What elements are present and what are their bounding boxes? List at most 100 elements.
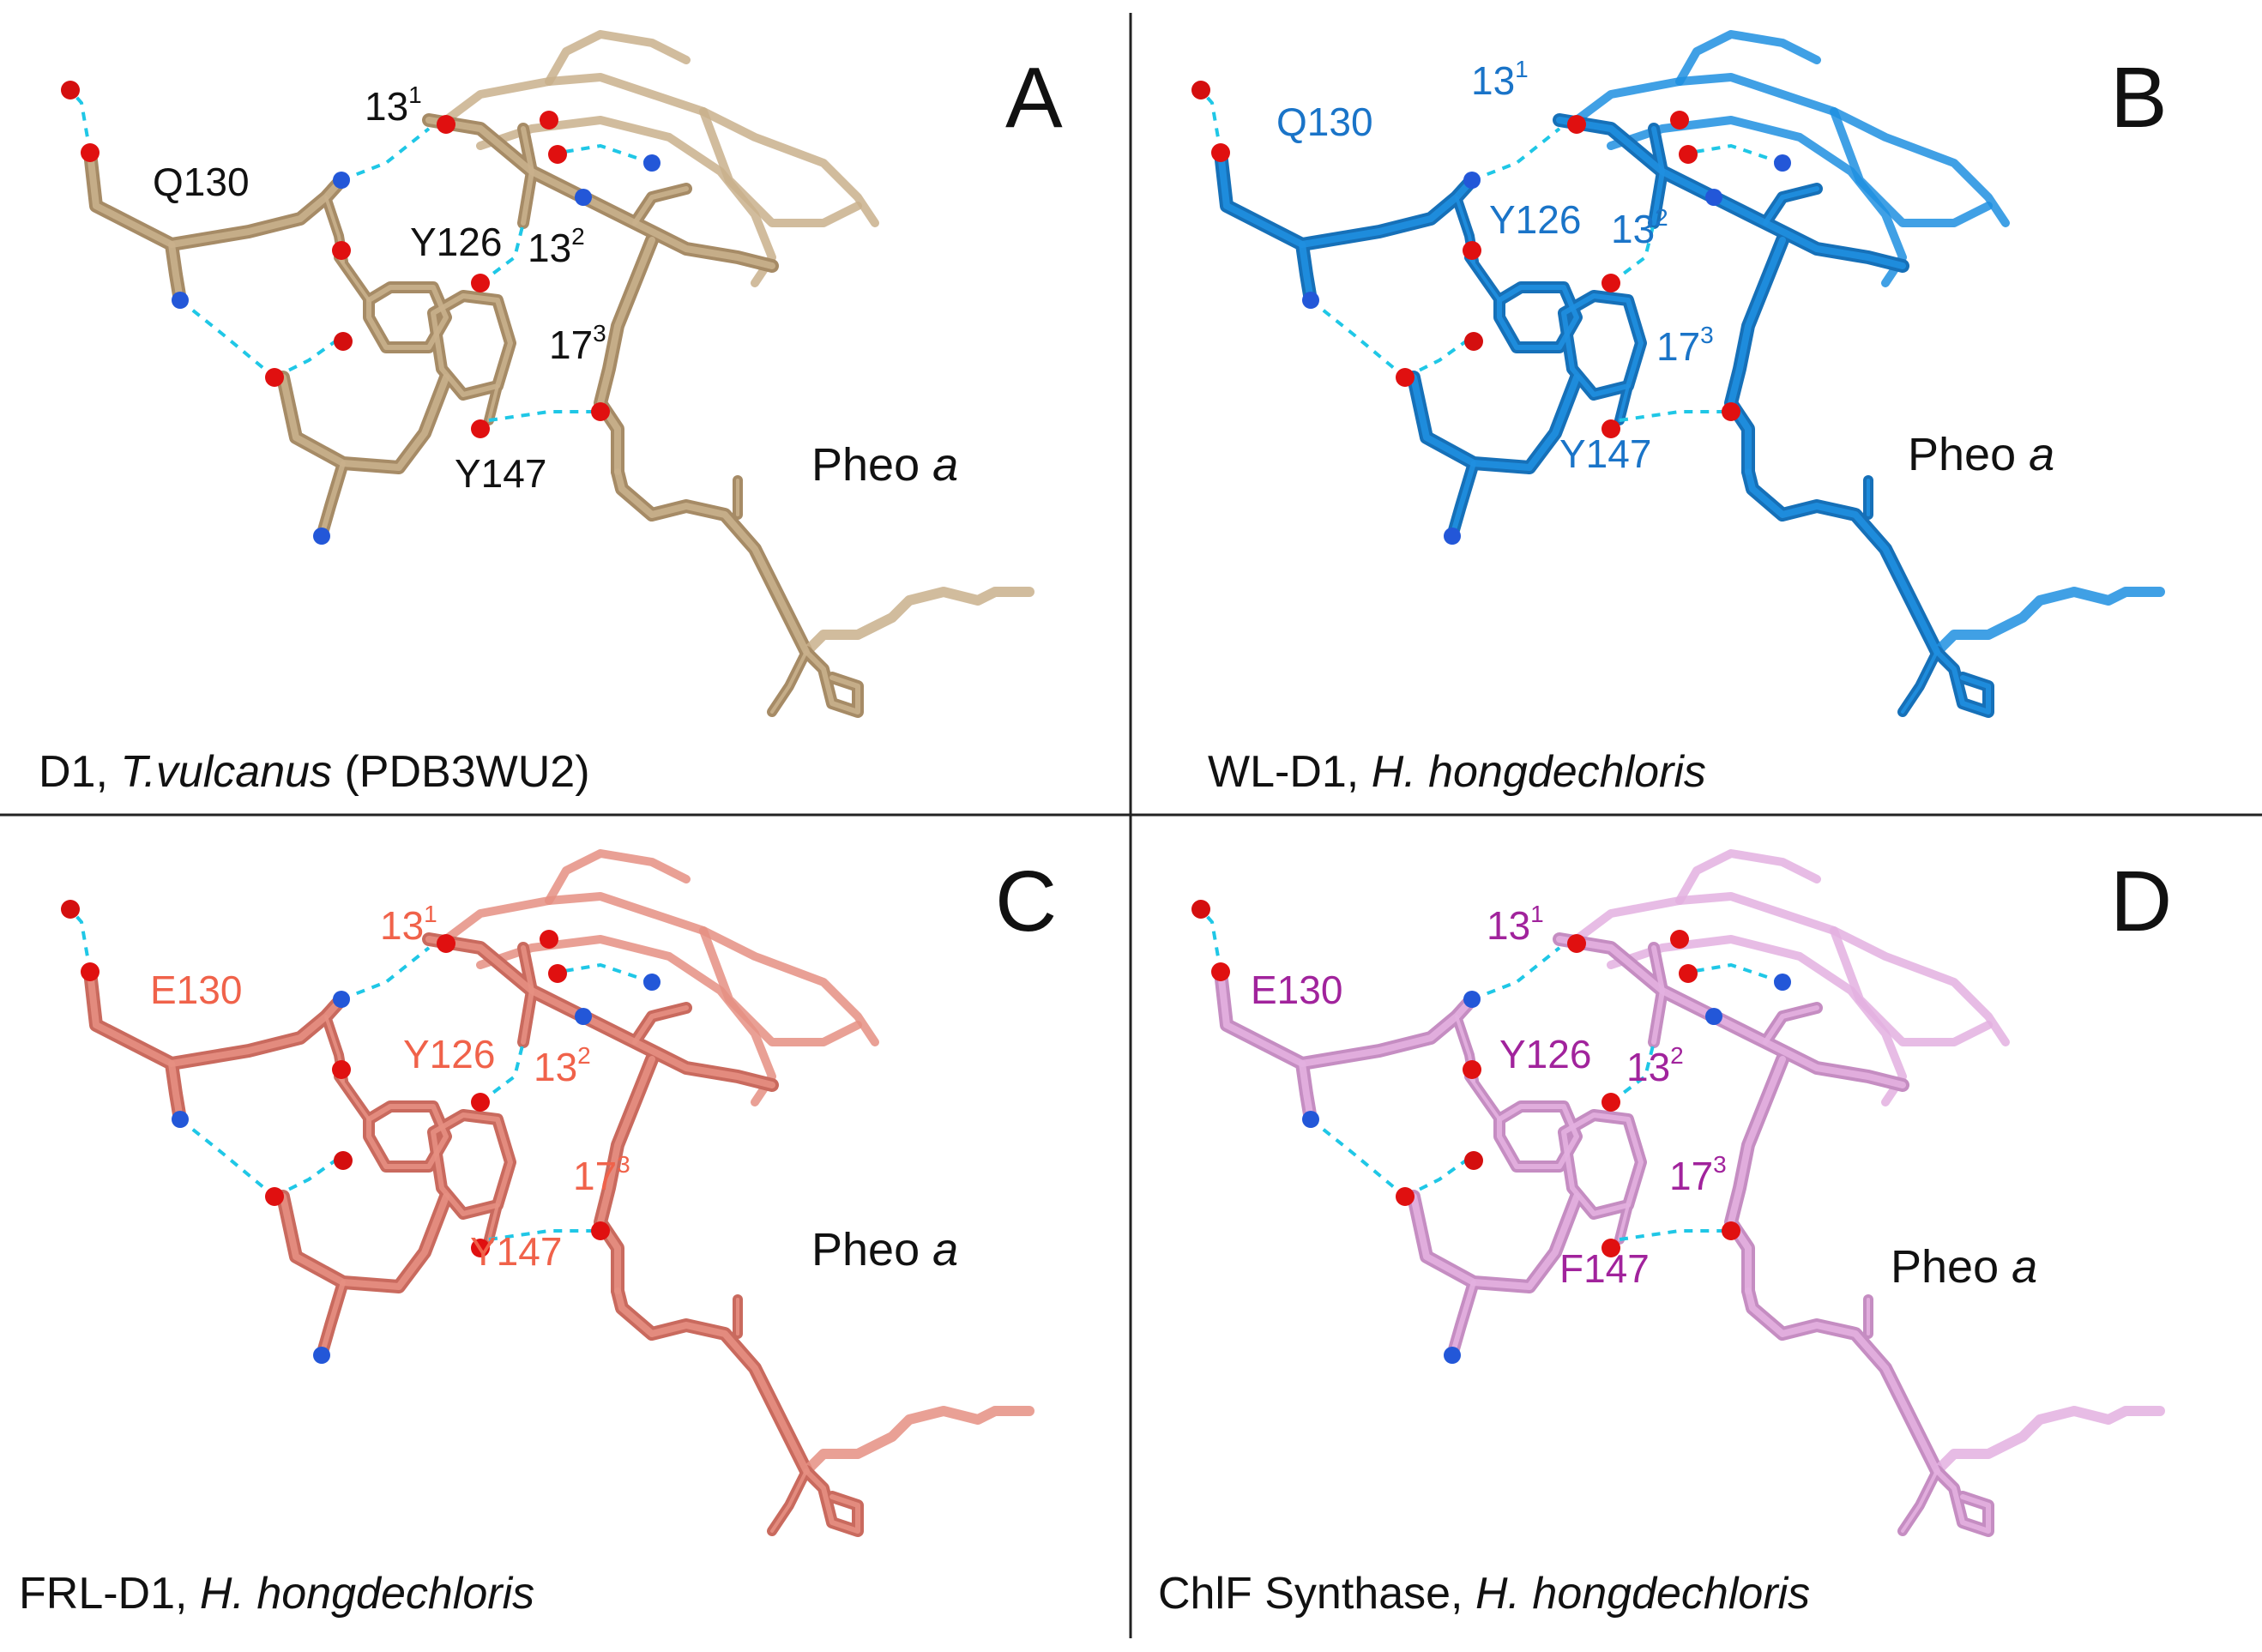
panel-b-atom-13-2: 132: [1611, 204, 1668, 251]
panel-c-bond-highlight: [431, 1112, 513, 1216]
panel-b-oxygen-7: [1679, 145, 1698, 164]
panel-a-nitrogen-1: [313, 528, 330, 545]
panel-c-atom-13-2: 132: [534, 1042, 591, 1089]
panel-b-bond-highlight: [1728, 237, 1786, 475]
panel-c-bond-highlight: [521, 945, 534, 1045]
panel-d-hbond-4: [1609, 1041, 1656, 1104]
panel-d-bond-highlight: [1651, 945, 1665, 1045]
panel-a-oxygen-3: [471, 274, 490, 292]
panel-c-bond-highlight: [614, 1287, 810, 1474]
panel-a-bond-highlight: [425, 117, 775, 269]
panel-a-caption: D1, T.vulcanus (PDB3WU2): [39, 747, 590, 797]
panel-d-molecule: [1191, 849, 2165, 1537]
panel-a-bond-highlight: [319, 461, 346, 539]
panel-b-bond-highlight: [1450, 461, 1476, 539]
panel-d-nitrogen-2: [1463, 991, 1481, 1008]
panel-b-letter: B: [2110, 50, 2168, 146]
panel-c-nitrogen-3: [575, 1008, 592, 1025]
panel-c-caption: FRL-D1, H. hongdechloris: [19, 1569, 534, 1619]
panel-b-oxygen-0: [1211, 143, 1230, 162]
panel-b-oxygen-6: [1567, 115, 1586, 134]
panel-b-bond-1: [1295, 173, 1479, 251]
panel-b-nitrogen-1: [1444, 528, 1461, 545]
panel-c-oxygen-3: [471, 1093, 490, 1112]
panel-d-hbond-3: [1471, 946, 1561, 1001]
panel-a-letter: A: [1005, 50, 1063, 146]
panel-c-bond-highlight: [597, 1056, 655, 1294]
panel-c-nitrogen-2: [333, 991, 350, 1008]
panel-d-atom-13-1: 131: [1487, 901, 1544, 948]
panel-c-oxygen-7: [548, 964, 567, 983]
panel-b-atom-13-1: 131: [1471, 56, 1529, 103]
panel-c-residue-147: Y147: [470, 1229, 562, 1274]
panel-a-oxygen-6: [437, 115, 455, 134]
panel-d-bond-highlight: [1745, 1287, 1940, 1474]
panel-c-bond-highlight: [280, 1193, 449, 1290]
panel-c-molecule: [61, 849, 1034, 1537]
panel-d-atom-17-3: 173: [1669, 1151, 1727, 1198]
panel-c-hbond-4: [479, 1041, 525, 1104]
panel-a-bond-highlight: [597, 237, 655, 475]
panel-b-bond-highlight: [1468, 256, 1501, 302]
panel-b-bond-highlight: [1217, 149, 1314, 304]
panel-d-bond-highlight: [1934, 1468, 1991, 1534]
panel-a-bond-11: [545, 30, 691, 86]
panel-b-nitrogen-0: [1302, 292, 1319, 309]
panel-c-hbond-2: [274, 1156, 341, 1198]
panel-a-bond-highlight: [337, 256, 371, 302]
panel-b-water-mid: [1464, 332, 1483, 351]
panel-b-bond-highlight: [1651, 126, 1665, 226]
panel-c-oxygen-4: [471, 1239, 490, 1257]
panel-d-water-mid: [1464, 1151, 1483, 1170]
panel-d-residue-126: Y126: [1499, 1032, 1591, 1076]
panel-a-hbond-4: [479, 222, 525, 285]
panel-a-pheo-label: Pheo a: [811, 439, 958, 491]
panel-b-bond-highlight: [1561, 293, 1644, 397]
panel-c-hbond-5: [488, 1229, 600, 1241]
panel-c-oxygen-0: [81, 962, 100, 981]
panel-a-oxygen-8: [540, 111, 558, 130]
panel-d-nitrogen-1: [1444, 1347, 1461, 1364]
panel-b-bond-highlight: [1901, 650, 1939, 714]
panel-a-oxygen-2: [332, 241, 351, 260]
panel-d-letter: D: [2110, 853, 2172, 950]
panel-a-water-mid: [334, 332, 353, 351]
panel-d-hbond-2: [1404, 1156, 1471, 1198]
panel-c: C E130 Y126 Y147 131 132 173 Pheo a FRL-…: [19, 849, 1057, 1619]
panel-d-bond-highlight: [1468, 1075, 1501, 1121]
panel-c-bond-highlight: [168, 996, 345, 1067]
panel-d-residue-130: E130: [1251, 968, 1342, 1012]
panel-a-bond-highlight: [770, 650, 808, 714]
panel-d-bond-17: [1741, 1284, 1944, 1478]
panel-d-nitrogen-0: [1302, 1111, 1319, 1128]
panel-c-hbond-3: [341, 946, 431, 1001]
panel-b-nitrogen-4: [1774, 154, 1791, 172]
panel-a-hbond-1: [178, 298, 276, 379]
panel-c-atom-17-3: 173: [573, 1151, 630, 1198]
panel-c-water-mid: [334, 1151, 353, 1170]
panel-c-nitrogen-0: [172, 1111, 189, 1128]
panel-b: B Q130 Y126 Y147 131 132 173 Pheo a WL-D…: [1191, 30, 2168, 797]
panel-d-hbond-5: [1619, 1229, 1731, 1241]
panel-d-pheo-label: Pheo a: [1891, 1241, 2037, 1293]
panel-a-oxygen-0: [81, 143, 100, 162]
panel-c-bond-3: [276, 1190, 453, 1293]
panel-d-bond-3: [1407, 1190, 1583, 1293]
panel-b-hbond-3: [1471, 127, 1561, 182]
panel-c-pheo-label: Pheo a: [811, 1224, 958, 1275]
panel-b-nitrogen-2: [1463, 172, 1481, 189]
panel-d-bond-11: [1675, 849, 1821, 905]
panel-b-oxygen-3: [1601, 274, 1620, 292]
panel-c-oxygen-2: [332, 1060, 351, 1079]
panel-b-bond-19: [1932, 587, 2165, 657]
panel-a-bond-highlight: [632, 186, 689, 226]
panel-d-oxygen-7: [1679, 964, 1698, 983]
panel-c-oxygen-1: [265, 1187, 284, 1206]
panel-b-bond-3: [1407, 371, 1583, 474]
panel-b-bond-12: [1830, 107, 1993, 227]
panel-a-water-top: [61, 81, 80, 99]
panel-a-hbond-3: [341, 127, 431, 182]
panel-d-residue-147: F147: [1559, 1246, 1650, 1291]
panel-b-bond-highlight: [1299, 177, 1475, 248]
panel-a-oxygen-4: [471, 419, 490, 438]
